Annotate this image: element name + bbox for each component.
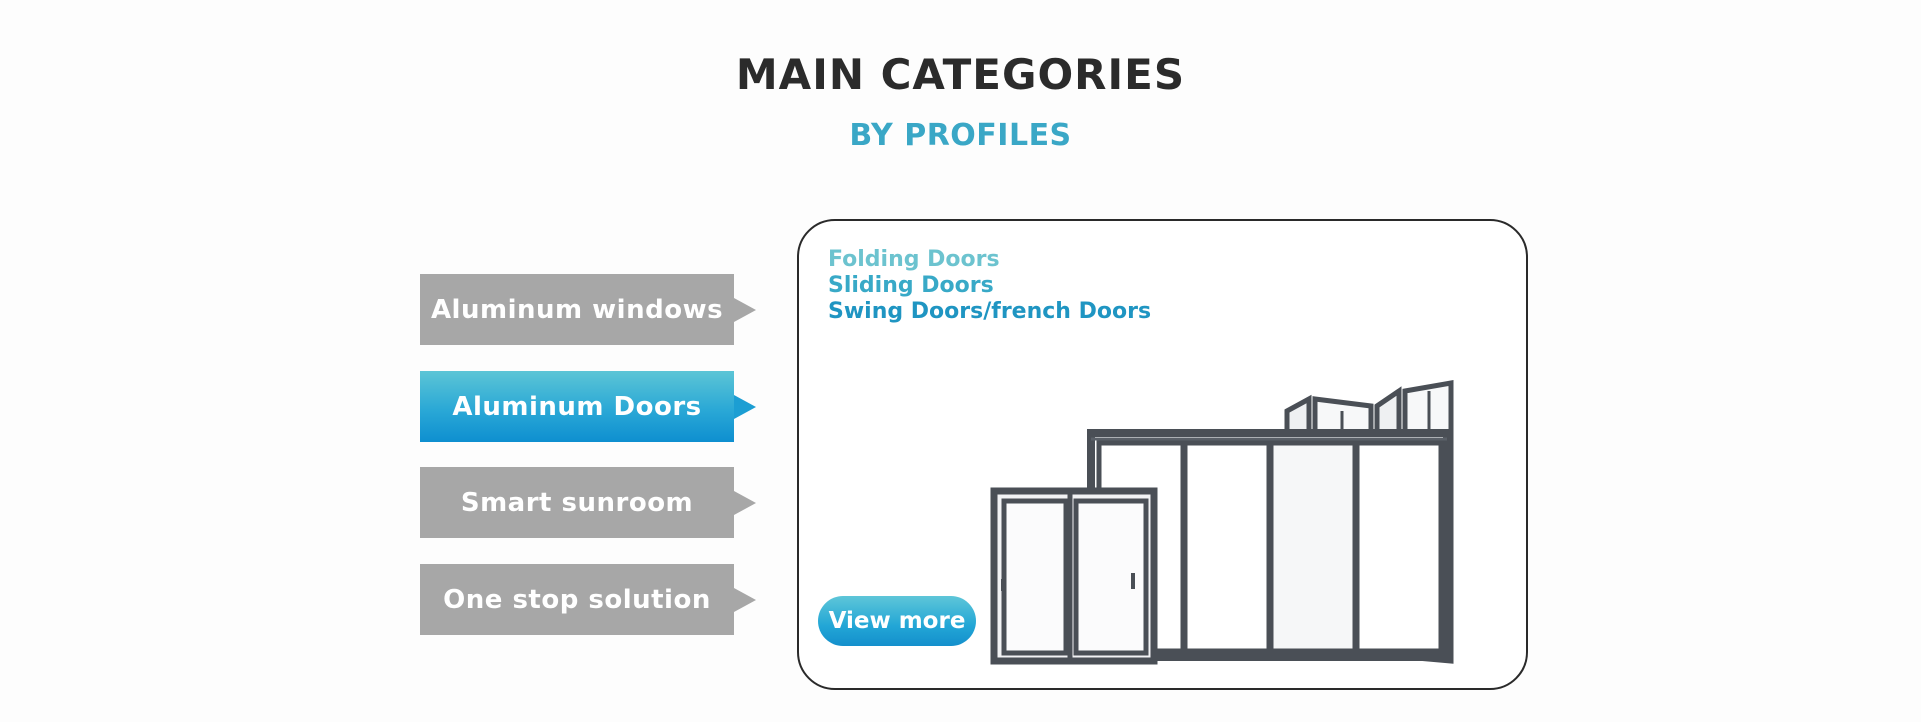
section-subtitle: BY PROFILES [849,118,1072,153]
view-more-button[interactable]: View more [818,596,976,646]
category-tab-aluminum-doors[interactable]: Aluminum Doors [420,371,756,442]
subcategory-link-folding-doors[interactable]: Folding Doors [828,247,1000,272]
aluminum-doors-product-image [990,380,1454,665]
section-title: MAIN CATEGORIES [735,50,1186,99]
category-tab-smart-sunroom[interactable]: Smart sunroom [420,467,756,538]
subcategory-link-swing-doors[interactable]: Swing Doors/french Doors [828,299,1152,324]
category-tab-one-stop-solution[interactable]: One stop solution [420,564,756,635]
subcategory-list: Folding Doors Sliding Doors Swing Doors/… [828,247,1151,325]
category-tab-aluminum-windows[interactable]: Aluminum windows [420,274,756,345]
subcategory-link-sliding-doors[interactable]: Sliding Doors [828,273,994,298]
swing-door-illustration [990,487,1158,665]
category-detail-panel: Folding Doors Sliding Doors Swing Doors/… [797,219,1528,690]
